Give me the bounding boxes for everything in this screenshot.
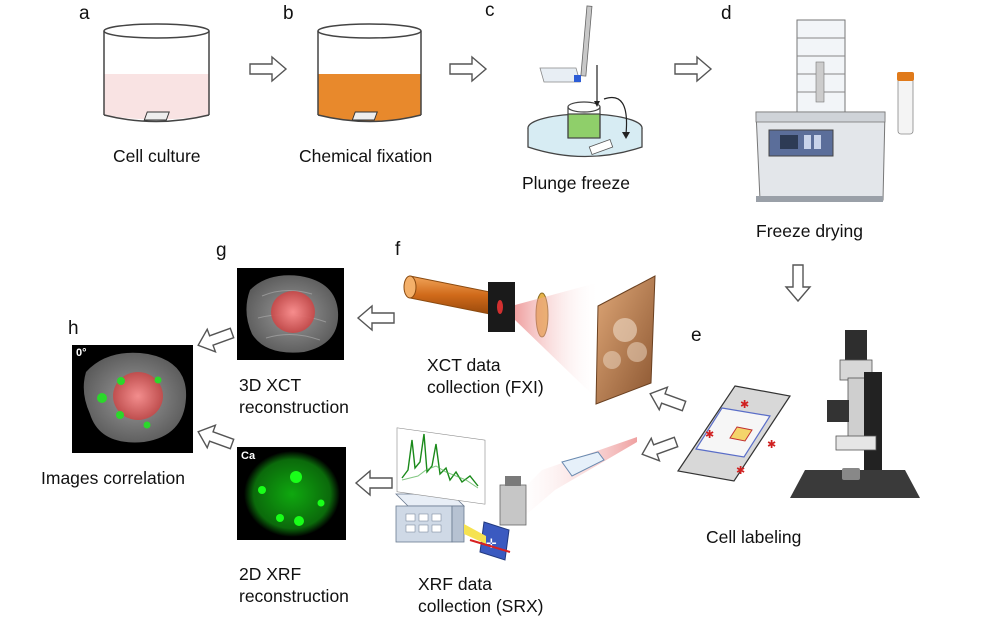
panel-letter-c: c: [485, 0, 495, 21]
arrow-b-to-c: [449, 56, 487, 82]
correlated-image: [72, 345, 193, 453]
panel-letter-f: f: [395, 239, 401, 260]
element-tag-ca: Ca: [241, 450, 256, 462]
labeled-slide: ✱ ✱ ✱ ✱: [676, 385, 792, 482]
panel-letter-a: a: [79, 3, 90, 24]
caption-cell-labeling: Cell labeling: [706, 527, 802, 547]
caption-xrf-collection: XRF data collection (SRX): [418, 573, 543, 617]
arrow-recon-to-h: [193, 419, 237, 456]
panel-letter-g: g: [216, 240, 227, 261]
caption-images-correlation: Images correlation: [41, 468, 185, 488]
cell-culture-beaker: [103, 23, 210, 123]
panel-letter-b: b: [283, 3, 294, 24]
svg-text:✱: ✱: [740, 399, 749, 411]
caption-xrf-reconstruction-line2: reconstruction: [239, 586, 349, 606]
caption-cell-culture: Cell culture: [113, 146, 201, 166]
arrow-e-to-xrf: [637, 430, 681, 467]
xrf-reconstruction-image: [237, 447, 346, 540]
caption-xrf-reconstruction-line1: 2D XRF: [239, 564, 302, 584]
microscope: [790, 330, 920, 498]
xrf-spectrum: [396, 427, 486, 505]
caption-freeze-drying: Freeze drying: [756, 221, 863, 241]
panel-letter-d: d: [721, 3, 732, 24]
caption-xct-collection: XCT data collection (FXI): [427, 354, 544, 398]
angle-tag: 0°: [76, 347, 87, 359]
caption-plunge-freeze: Plunge freeze: [522, 173, 630, 193]
caption-xct-collection-line2: collection (FXI): [427, 377, 544, 397]
chemical-fixation-beaker: [317, 23, 422, 123]
caption-xrf-collection-line2: collection (SRX): [418, 596, 544, 616]
caption-xct-collection-line1: XCT data: [427, 355, 501, 375]
plunge-freeze-apparatus: [527, 5, 643, 158]
caption-xct-reconstruction: 3D XCT reconstruction: [239, 374, 349, 418]
caption-xct-reconstruction-line1: 3D XCT: [239, 375, 302, 395]
arrow-e-to-f: [645, 381, 689, 418]
svg-text:✛: ✛: [486, 537, 497, 552]
freeze-dryer: [755, 19, 914, 202]
arrow-xrf-to-recon: [355, 470, 393, 496]
svg-text:✱: ✱: [767, 439, 776, 451]
caption-xrf-collection-line1: XRF data: [418, 574, 492, 594]
caption-xrf-reconstruction: 2D XRF reconstruction: [239, 563, 349, 607]
xct-beamline: [403, 275, 656, 405]
svg-text:✱: ✱: [705, 429, 714, 441]
panel-letter-h: h: [68, 318, 79, 339]
caption-xct-reconstruction-line2: reconstruction: [239, 397, 349, 417]
xrf-beamline: ✛: [395, 427, 637, 561]
arrow-c-to-d: [674, 56, 712, 82]
arrow-g-to-h: [193, 321, 237, 358]
svg-text:✱: ✱: [736, 465, 745, 477]
arrow-d-to-e: [785, 264, 811, 302]
arrow-a-to-b: [249, 56, 287, 82]
panel-letter-e: e: [691, 325, 702, 346]
caption-chemical-fixation: Chemical fixation: [299, 146, 433, 166]
arrow-f-to-g: [357, 305, 395, 331]
xct-reconstruction-image: [237, 268, 344, 360]
